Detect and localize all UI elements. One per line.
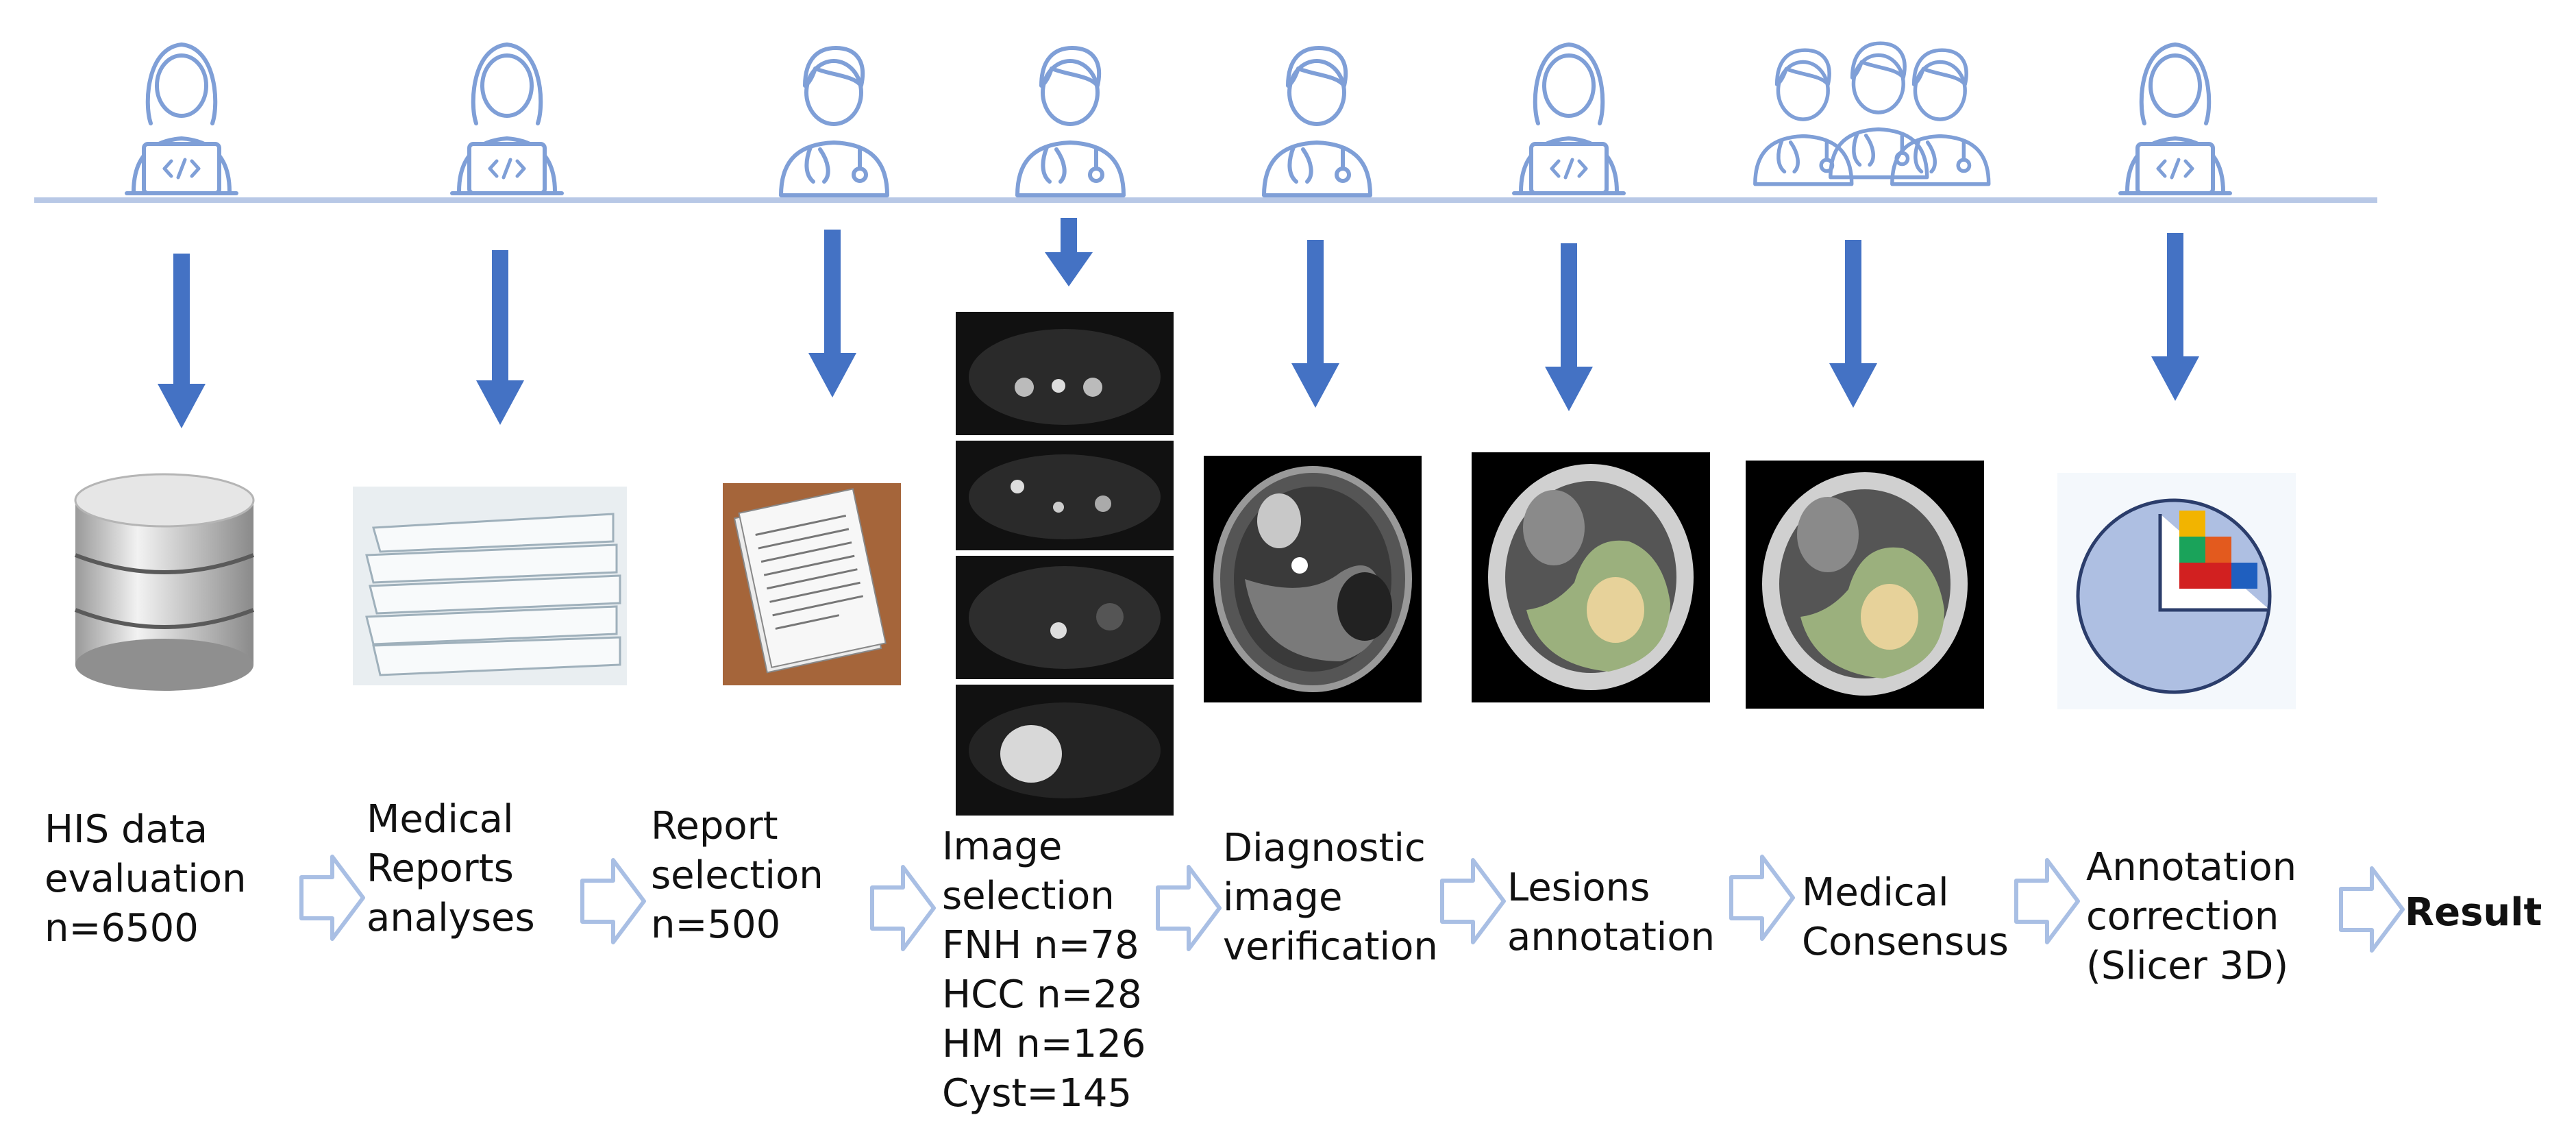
database-icon bbox=[74, 473, 255, 691]
doctor-icon bbox=[993, 21, 1144, 199]
slicer-3d-logo bbox=[2057, 473, 2296, 709]
down-arrow-icon bbox=[2151, 233, 2199, 401]
engineer-icon bbox=[1494, 21, 1644, 199]
step-label-report-selection: Report selection n=500 bbox=[651, 804, 823, 947]
down-arrow-icon bbox=[808, 230, 856, 397]
engineer-icon bbox=[432, 21, 582, 199]
flow-chevron-icon bbox=[870, 865, 936, 951]
flow-chevron-icon bbox=[299, 855, 365, 941]
flow-chevron-icon bbox=[1156, 865, 1222, 951]
annotated-mri-image bbox=[1472, 452, 1710, 702]
step-label-lesions: Lesions annotation bbox=[1507, 866, 1716, 959]
doctor-group-icon bbox=[1733, 21, 2007, 199]
down-arrow-icon bbox=[1545, 243, 1593, 411]
flow-chevron-icon bbox=[1729, 855, 1795, 941]
annotated-mri-image bbox=[1746, 461, 1984, 709]
down-arrow-icon bbox=[1045, 218, 1093, 286]
down-arrow-icon bbox=[1829, 240, 1877, 408]
result-label: Result bbox=[2405, 890, 2542, 935]
step-label-consensus: Medical Consensus bbox=[1802, 870, 2009, 964]
down-arrow-icon bbox=[476, 250, 524, 425]
mri-slices-image bbox=[956, 312, 1174, 816]
flow-chevron-icon bbox=[2014, 858, 2080, 944]
mri-scan-image bbox=[1204, 456, 1422, 702]
engineer-icon bbox=[2100, 21, 2251, 199]
documents-on-desk-image bbox=[723, 483, 901, 685]
step-label-image-selection: Image selection FNH n=78 HCC n=28 HM n=1… bbox=[942, 824, 1146, 1116]
flow-chevron-icon bbox=[580, 858, 646, 944]
doctor-icon bbox=[1240, 21, 1391, 199]
down-arrow-icon bbox=[158, 254, 206, 428]
step-label-his: HIS data evaluation n=6500 bbox=[45, 807, 247, 951]
flow-chevron-icon bbox=[1440, 858, 1506, 944]
step-label-reports: Medical Reports analyses bbox=[367, 797, 535, 940]
timeline-line bbox=[34, 197, 2377, 203]
step-label-correction: Annotation correction (Slicer 3D) bbox=[2086, 845, 2297, 988]
engineer-icon bbox=[106, 21, 257, 199]
paper-stack-image bbox=[353, 487, 627, 685]
flow-chevron-icon bbox=[2339, 866, 2405, 953]
step-label-diagnostic: Diagnostic image verification bbox=[1223, 826, 1438, 969]
down-arrow-icon bbox=[1291, 240, 1339, 408]
doctor-icon bbox=[757, 21, 908, 199]
